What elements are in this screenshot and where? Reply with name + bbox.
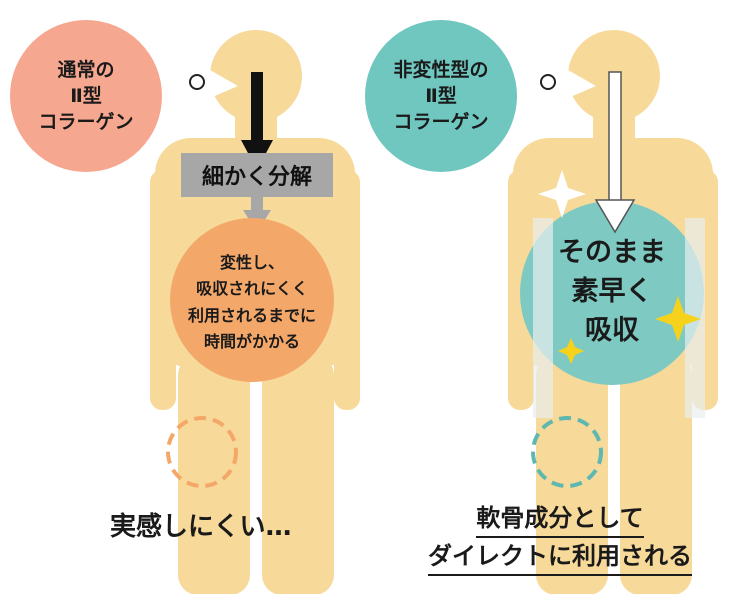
process-label: 細かく分解	[181, 153, 333, 197]
right-bubble-line-3: コラーゲン	[393, 111, 489, 134]
right-absorption-circle	[520, 201, 704, 385]
right-circle-text: そのまま 素早く 吸収	[530, 233, 694, 350]
right-circle-line-1: そのまま	[558, 237, 666, 268]
right-bubble-line-2: Ⅱ型	[425, 84, 457, 107]
left-pill-icon	[189, 74, 205, 90]
left-circle-line-3: 利用されるまでに	[187, 305, 316, 325]
right-collagen-bubble: 非変性型の Ⅱ型 コラーゲン	[365, 20, 517, 172]
left-circle-line-2: 吸収されにくく	[196, 279, 308, 299]
left-knee-ring-icon	[166, 416, 238, 488]
right-circle-line-3: 吸収	[585, 315, 639, 347]
left-collagen-bubble: 通常の Ⅱ型 コラーゲン	[10, 20, 162, 172]
right-bubble-line-1: 非変性型の	[393, 58, 489, 81]
right-knee-ring-icon	[531, 416, 603, 488]
left-circle-line-4: 時間がかかる	[203, 332, 300, 352]
left-bubble-line-2: Ⅱ型	[70, 84, 102, 107]
left-circle-text: 変性し、 吸収されにくく 利用されるまでに 時間がかかる	[170, 250, 334, 356]
yellow-sparkle-large-icon	[655, 296, 701, 342]
right-caption: 軟骨成分として ダイレクトに利用される	[400, 500, 720, 576]
right-caption-line-1: 軟骨成分として	[476, 500, 644, 538]
right-pill-icon	[540, 74, 556, 90]
right-caption-line-2: ダイレクトに利用される	[428, 538, 692, 576]
right-circle-line-2: 素早く	[571, 276, 653, 308]
white-sparkle-icon	[538, 170, 586, 218]
yellow-sparkle-small-icon	[558, 338, 584, 364]
right-down-arrow-icon	[594, 71, 636, 234]
left-bubble-line-1: 通常の	[57, 58, 115, 81]
left-bubble-line-3: コラーゲン	[38, 111, 134, 134]
left-caption: 実感しにくい…	[110, 512, 292, 542]
left-absorption-circle	[170, 218, 334, 382]
left-circle-line-1: 変性し、	[219, 253, 284, 272]
